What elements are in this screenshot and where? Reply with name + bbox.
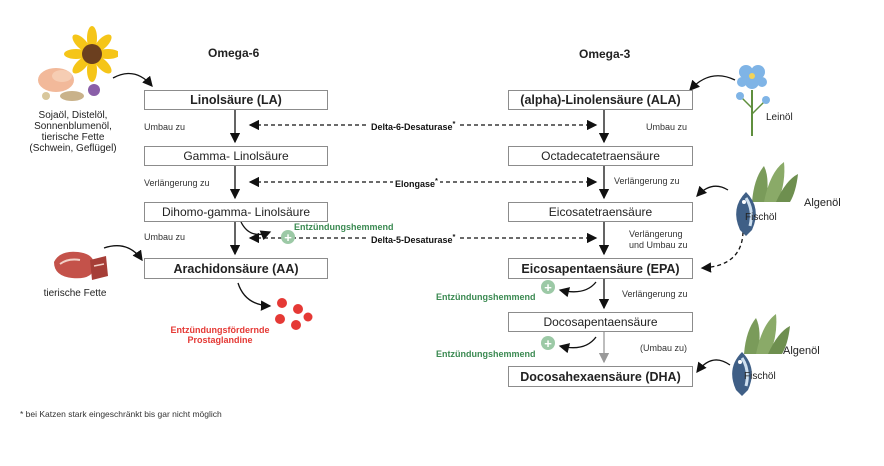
fish-icon bbox=[732, 352, 752, 396]
fish-icon bbox=[736, 192, 756, 236]
plus-icon: + bbox=[281, 230, 295, 244]
box-arachidonsaeure: Arachidonsäure (AA) bbox=[144, 258, 328, 279]
plus-icon: + bbox=[541, 336, 555, 350]
box-alpha-linolensaeure: (alpha)-Linolensäure (ALA) bbox=[508, 90, 693, 110]
meat-icon bbox=[54, 251, 108, 280]
algae-icon bbox=[752, 162, 798, 202]
box-octadecatetraensaeure: Octadecatetraensäure bbox=[508, 146, 693, 166]
arrow-linseed-ala bbox=[689, 75, 736, 91]
sunflower-icon bbox=[38, 26, 118, 101]
enzyme-delta6: Delta-6-Desaturase* bbox=[369, 119, 458, 132]
arrow-dgla-anti bbox=[240, 221, 272, 241]
step-right-4: Verlängerung zu bbox=[622, 289, 688, 299]
step-left-2: Verlängerung zu bbox=[144, 178, 210, 188]
anti-inflammatory-dpa: Entzündungshemmend bbox=[436, 349, 536, 359]
arrow-aa-pro bbox=[237, 282, 272, 311]
flax-flower-icon bbox=[736, 65, 770, 136]
step-right-5: (Umbau zu) bbox=[640, 343, 688, 353]
anti-inflammatory-epa: Entzündungshemmend bbox=[436, 292, 536, 302]
box-eicosapentaensaeure: Eicosapentaensäure (EPA) bbox=[508, 258, 693, 279]
step-right-2: Verlängerung zu bbox=[614, 176, 680, 186]
box-eicosatetraensaeure: Eicosatetraensäure bbox=[508, 202, 693, 222]
algae-icon bbox=[744, 314, 790, 354]
step-left-3: Umbau zu bbox=[144, 232, 186, 242]
enzyme-delta5: Delta-5-Desaturase* bbox=[369, 232, 458, 245]
arrow-epa-anti bbox=[558, 281, 597, 298]
box-docosapentaensaeure: Docosapentaensäure bbox=[508, 312, 693, 332]
source-linseed-oil: Leinöl bbox=[766, 112, 793, 123]
box-linolsaeure: Linolsäure (LA) bbox=[144, 90, 328, 110]
footnote: * bei Katzen stark eingeschränkt bis gar… bbox=[20, 409, 222, 419]
arrow-dpa-anti bbox=[558, 336, 597, 354]
arrow-fish-epa bbox=[700, 231, 744, 273]
source-algae-oil-upper: Algenöl bbox=[804, 197, 841, 209]
enzyme-elongase: Elongase* bbox=[393, 176, 440, 189]
anti-inflammatory-left: Entzündungshemmend bbox=[294, 222, 394, 232]
arrow-algae-dha bbox=[696, 359, 731, 374]
source-fish-oil-upper: Fischöl bbox=[745, 212, 777, 223]
step-right-3b: und Umbau zu bbox=[629, 240, 688, 250]
step-right-1: Umbau zu bbox=[646, 122, 688, 132]
arrow-animalfat-aa bbox=[103, 245, 143, 262]
omega3-header: Omega-3 bbox=[579, 47, 631, 61]
box-dihomo-gamma-linolsaeure: Dihomo-gamma- Linolsäure bbox=[144, 202, 328, 222]
source-algae-oil-lower: Algenöl bbox=[783, 345, 820, 357]
omega6-header: Omega-6 bbox=[208, 46, 260, 60]
source-fish-oil-lower: Fischöl bbox=[744, 371, 776, 382]
box-docosahexaensaeure: Docosahexaensäure (DHA) bbox=[508, 366, 693, 387]
source-animal-fat: tierische Fette bbox=[43, 288, 107, 299]
step-left-1: Umbau zu bbox=[144, 122, 186, 132]
plus-icon: + bbox=[541, 280, 555, 294]
step-right-3a: Verlängerung bbox=[629, 229, 683, 239]
box-gamma-linolsaeure: Gamma- Linolsäure bbox=[144, 146, 328, 166]
prostaglandin-dots-icon bbox=[275, 298, 313, 330]
source-veg-oils: Sojaöl, Distelöl, Sonnenblumenöl, tieris… bbox=[29, 110, 117, 154]
pro-inflammatory-label: Entzündungsfördernde Prostaglandine bbox=[170, 325, 270, 345]
arrow-vegoil-la bbox=[112, 72, 153, 87]
arrow-algae-eta bbox=[696, 185, 729, 197]
